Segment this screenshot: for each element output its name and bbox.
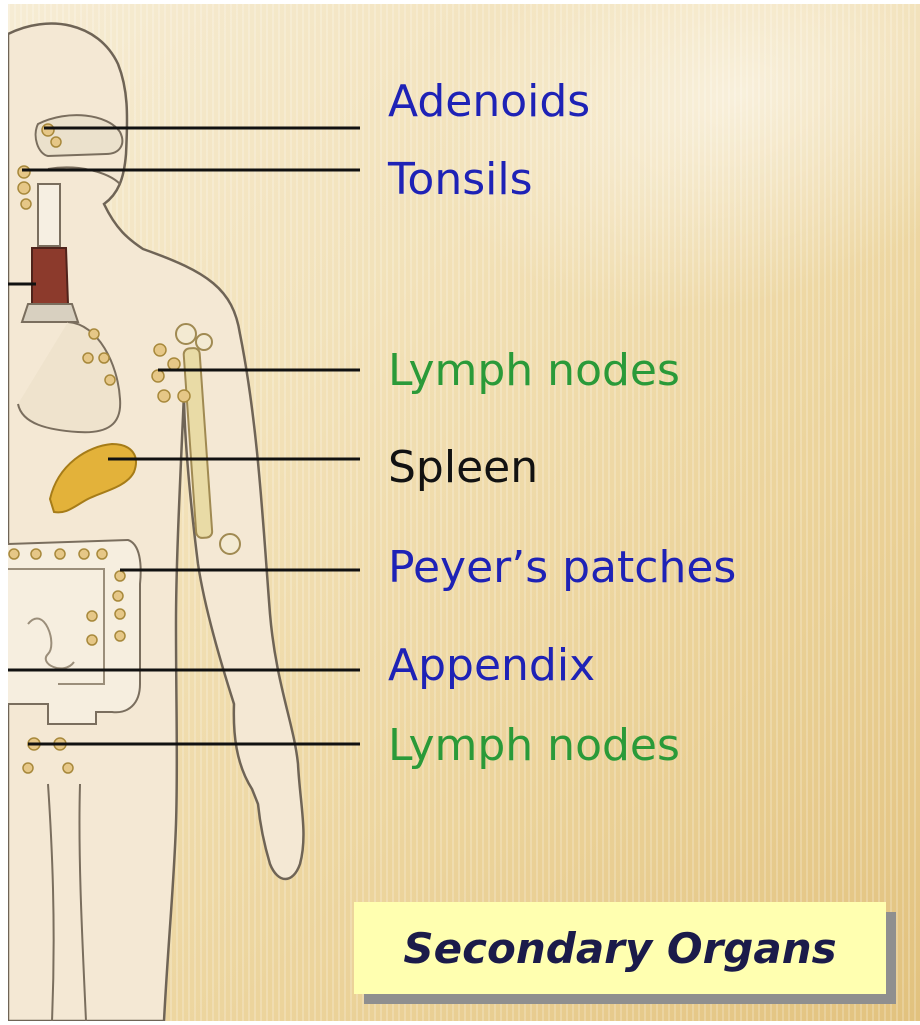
secondary-organs-badge: Secondary Organs (354, 902, 886, 994)
label-peyers-patches: Peyer’s patches (388, 542, 736, 594)
windpipe (38, 184, 60, 246)
label-tonsils: Tonsils (388, 154, 533, 206)
label-lymph-nodes-lower: Lymph nodes (388, 720, 680, 772)
label-appendix: Appendix (388, 640, 595, 692)
badge-text: Secondary Organs (403, 924, 836, 973)
trachea-block (32, 248, 68, 304)
slide-background: Adenoids Tonsils Lymph nodes Spleen Peye… (8, 4, 920, 1021)
label-lymph-nodes-upper: Lymph nodes (388, 345, 680, 397)
label-adenoids: Adenoids (388, 76, 590, 128)
bronchi (22, 304, 78, 322)
label-spleen: Spleen (388, 442, 538, 494)
